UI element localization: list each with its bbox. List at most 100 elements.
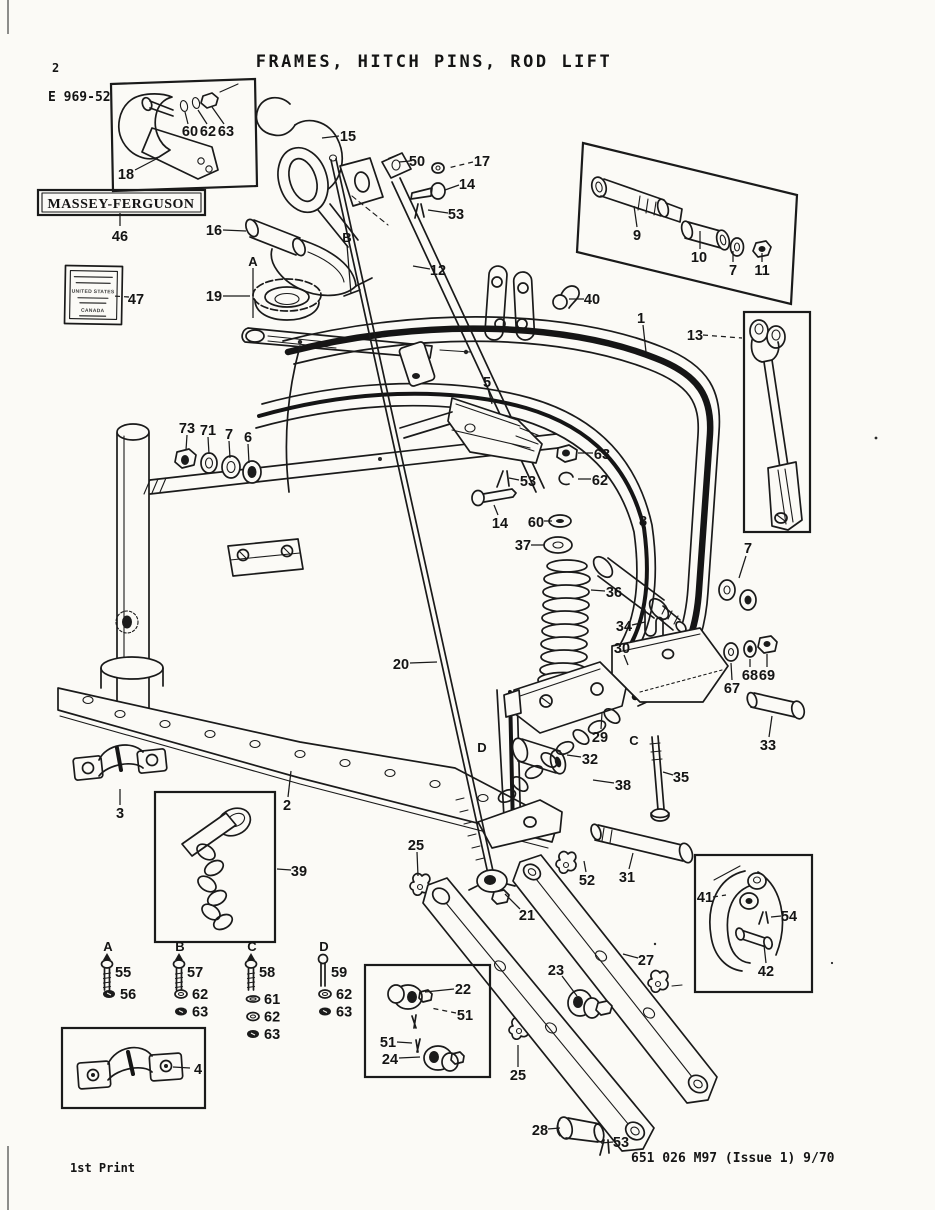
- callout-leader-6-33: [247, 443, 250, 464]
- part-callout-69-39: 69: [759, 668, 775, 684]
- part-callout-2-62: 2: [283, 798, 291, 814]
- part-callout-14-25: 14: [492, 516, 508, 532]
- callout-leader-28-60: [547, 1127, 561, 1130]
- part-callout-25-56: 25: [510, 1068, 526, 1084]
- key-washer-icon-63: [175, 1007, 187, 1016]
- part-callout-32-42: 32: [582, 752, 598, 768]
- callout-leader-27-51: [622, 953, 639, 959]
- part-callout-62-23: 62: [592, 473, 608, 489]
- part-callout-62-1: 62: [200, 124, 216, 140]
- latch-assembly-art: [503, 609, 729, 734]
- part-callout-18-3: 18: [118, 167, 134, 183]
- key-letter-C: C: [247, 939, 257, 954]
- key-washer-label-56: 56: [120, 987, 136, 1003]
- part-callout-7-35: 7: [744, 541, 752, 557]
- callout-leader-14-25: [493, 504, 499, 516]
- callout-leader-53-24: [508, 477, 520, 481]
- callout-leader-36-29: [590, 589, 606, 592]
- key-washer-icon-62: [174, 989, 188, 999]
- key-letter-B: B: [175, 939, 184, 954]
- key-letter-D: D: [319, 939, 328, 954]
- ref-letter-B-1: B: [342, 230, 351, 245]
- callout-leader-14-9: [444, 184, 460, 191]
- part-callout-36-29: 36: [606, 585, 622, 601]
- callout-leader-52-47: [583, 860, 587, 873]
- part32-bushing-art: [511, 737, 567, 775]
- part16-coupler-art: [245, 218, 373, 297]
- decal-line-2: CANADA: [81, 308, 105, 314]
- part-callout-34-36: 34: [616, 619, 632, 635]
- part-callout-33-43: 33: [760, 738, 776, 754]
- part-callout-42-59: 42: [758, 964, 774, 980]
- part-callout-12-12: 12: [430, 263, 446, 279]
- callout-leader-5-21: [487, 388, 493, 405]
- callout-leader-7-35: [738, 555, 747, 579]
- callout-leader-73-30: [185, 434, 188, 451]
- callout-leader-51-54: [396, 1041, 413, 1044]
- part-callout-29-41: 29: [592, 730, 608, 746]
- callout-leader-34-36: [631, 621, 646, 626]
- callout-leader-29-41: [600, 712, 603, 730]
- frame-strap-plates: [484, 265, 536, 341]
- inset-box-part18: [109, 77, 259, 193]
- scan-edge-marks: [7, 0, 878, 1210]
- footer-print-note: 1st Print: [70, 1161, 135, 1175]
- callout-leader-32-42: [566, 754, 582, 758]
- callout-leader-7-32: [228, 440, 231, 459]
- part15-hook-art: [255, 96, 389, 248]
- key-bolt-icon-55: [100, 953, 114, 991]
- washers-7-67-68-69: [718, 579, 778, 662]
- key-washer-label-62: 62: [264, 1010, 280, 1026]
- part-callout-23-50: 23: [548, 963, 564, 979]
- part19-cap-art: [252, 278, 322, 321]
- callout-leader-13-16: [702, 334, 743, 339]
- part-callout-67-40: 67: [724, 681, 740, 697]
- part-callout-3-63: 3: [116, 806, 124, 822]
- part-callout-73-30: 73: [179, 421, 195, 437]
- key-bolt-label-59: 59: [331, 965, 347, 981]
- brand-logo-box: MASSEY-FERGUSON: [36, 188, 207, 217]
- key-washer-icon-56: [103, 990, 115, 998]
- part-callout-11-20: 11: [754, 263, 769, 279]
- key-washer-icon-62: [246, 1011, 260, 1022]
- part-callout-15-6: 15: [340, 129, 356, 145]
- part-callout-63-22: 63: [594, 447, 610, 463]
- part-callout-13-16: 13: [687, 328, 703, 344]
- part-callout-24-55: 24: [382, 1052, 398, 1068]
- callout-leader-9-17: [633, 205, 638, 228]
- callout-leader-42-59: [763, 944, 767, 964]
- callout-leader-51-53: [430, 1007, 457, 1014]
- part-callout-68-38: 68: [742, 668, 758, 684]
- part-callout-53-10: 53: [448, 207, 464, 223]
- inset-box-bumpers: [363, 963, 492, 1079]
- part28-pin-art: [556, 1116, 610, 1156]
- part-callout-30-37: 30: [614, 641, 630, 657]
- key-washer-label-61: 61: [264, 992, 280, 1008]
- callout-leader-38-44: [592, 779, 615, 784]
- inset-box-clamp4: [60, 1026, 207, 1110]
- part-callout-27-51: 27: [638, 953, 654, 969]
- ref-letter-C-2: C: [629, 733, 639, 748]
- part21-swivel-art: [468, 869, 516, 905]
- ref-letter-A-0: A: [248, 254, 258, 269]
- part-callout-5-21: 5: [483, 375, 491, 391]
- part40-clip-art: [552, 285, 580, 310]
- part5-bracket-art: [399, 397, 543, 464]
- part-callout-51-54: 51: [380, 1035, 396, 1051]
- part-callout-7-19: 7: [729, 263, 737, 279]
- part-callout-22-52: 22: [455, 982, 471, 998]
- callout-leader-35-45: [662, 771, 674, 776]
- callout-leader-15-6: [321, 135, 340, 139]
- callout-leader-23-50: [561, 975, 578, 997]
- inset-box-chain39: [153, 790, 277, 944]
- part-callout-38-44: 38: [615, 778, 631, 794]
- part-callout-9-17: 9: [633, 228, 641, 244]
- part-callout-7-32: 7: [225, 427, 233, 443]
- callout-leader-33-43: [768, 715, 773, 738]
- inset-box-hitch-pin: [575, 141, 799, 306]
- callout-leader-67-40: [730, 662, 733, 681]
- decal-part47: UNITED STATES CANADA: [63, 264, 124, 326]
